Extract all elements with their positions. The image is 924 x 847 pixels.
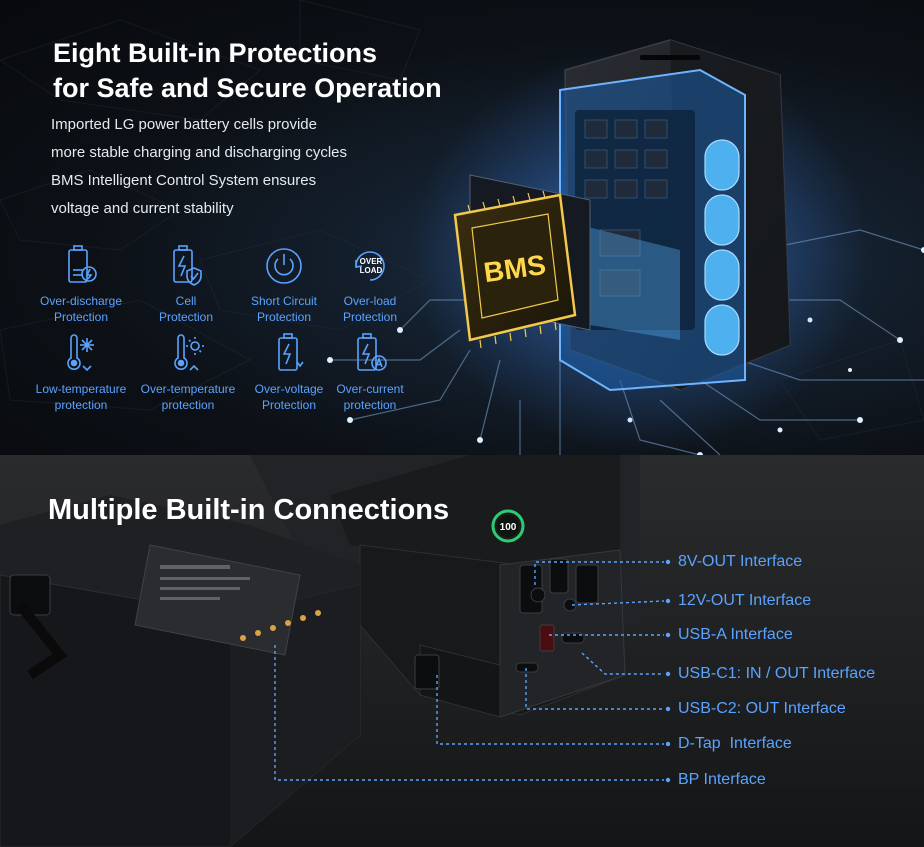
interface-usb-c2: USB-C2: OUT Interface <box>678 700 846 717</box>
description-line: voltage and current stability <box>51 200 234 217</box>
protections-title: Eight Built-in Protections for Safe and … <box>53 36 442 106</box>
protection-label: protection <box>161 398 215 412</box>
protection-label: Low-temperature <box>35 382 127 396</box>
protection-label: protection <box>343 398 397 412</box>
battery-current-icon <box>357 333 387 371</box>
protection-short-circuit: Short Circuit Protection <box>229 244 339 325</box>
interface-bp: BP Interface <box>678 771 766 788</box>
description-line: more stable charging and discharging cyc… <box>51 144 347 161</box>
connections-title: Multiple Built-in Connections <box>48 494 450 526</box>
interface-12v-out: 12V-OUT Interface <box>678 592 812 609</box>
protection-label: Over-temperature <box>140 382 236 396</box>
protections-description: Imported LG power battery cells provide … <box>51 111 347 223</box>
over-load-icon: OVER LOAD <box>355 251 385 281</box>
protection-cell: Cell Protection <box>131 244 241 325</box>
protection-label: Protection <box>256 310 312 324</box>
protection-label: Over-voltage <box>254 382 324 396</box>
connections-section: 100 <box>0 455 924 847</box>
protection-label: Protection <box>158 310 214 324</box>
protection-label: Short Circuit <box>250 294 318 308</box>
display-reading: 100 <box>500 522 517 533</box>
interface-usb-c1: USB-C1: IN / OUT Interface <box>678 665 876 682</box>
bms-chip: BMS <box>453 190 577 349</box>
power-display: 100 <box>491 509 525 543</box>
description-line: BMS Intelligent Control System ensures <box>51 172 317 189</box>
description-line: Imported LG power battery cells provide <box>51 116 317 133</box>
over-load-icon-text: LOAD <box>360 266 383 275</box>
protections-section: BMS Eight Built-in Protections for Safe … <box>0 0 924 455</box>
protection-low-temperature: Low-temperature protection <box>26 332 136 413</box>
protection-label: Over-discharge <box>39 294 123 308</box>
protection-label: Over-load <box>343 294 397 308</box>
cell-shield-icon <box>173 245 202 286</box>
battery-voltage-icon <box>278 333 304 371</box>
protection-over-current: Over-current protection <box>315 332 425 413</box>
protections-title-line2: for Safe and Secure Operation <box>53 73 442 103</box>
interface-8v-out: 8V-OUT Interface <box>678 553 803 570</box>
interface-usb-a: USB-A Interface <box>678 626 793 643</box>
protection-label: Protection <box>53 310 109 324</box>
protection-over-temperature: Over-temperature protection <box>133 332 243 413</box>
protection-label: Over-current <box>336 382 404 396</box>
over-load-icon-text: OVER <box>360 257 383 266</box>
protection-label: Protection <box>342 310 398 324</box>
protection-over-discharge: Over-discharge Protection <box>26 244 136 325</box>
circuit-background: BMS <box>0 0 924 455</box>
protection-over-load: OVER LOAD Over-load Protection <box>315 244 425 325</box>
thermometer-cold-icon <box>67 334 94 372</box>
protection-label: Cell <box>175 294 197 308</box>
interface-d-tap: D-Tap Interface <box>678 735 792 752</box>
protections-title-line1: Eight Built-in Protections <box>53 38 377 68</box>
battery-product-illustration: 100 <box>0 455 671 847</box>
protection-label: Protection <box>261 398 317 412</box>
protection-over-voltage: Over-voltage Protection <box>234 332 344 413</box>
power-icon <box>266 248 302 284</box>
thermometer-hot-icon <box>174 334 204 371</box>
battery-discharge-icon <box>68 245 97 283</box>
protection-label: protection <box>54 398 108 412</box>
